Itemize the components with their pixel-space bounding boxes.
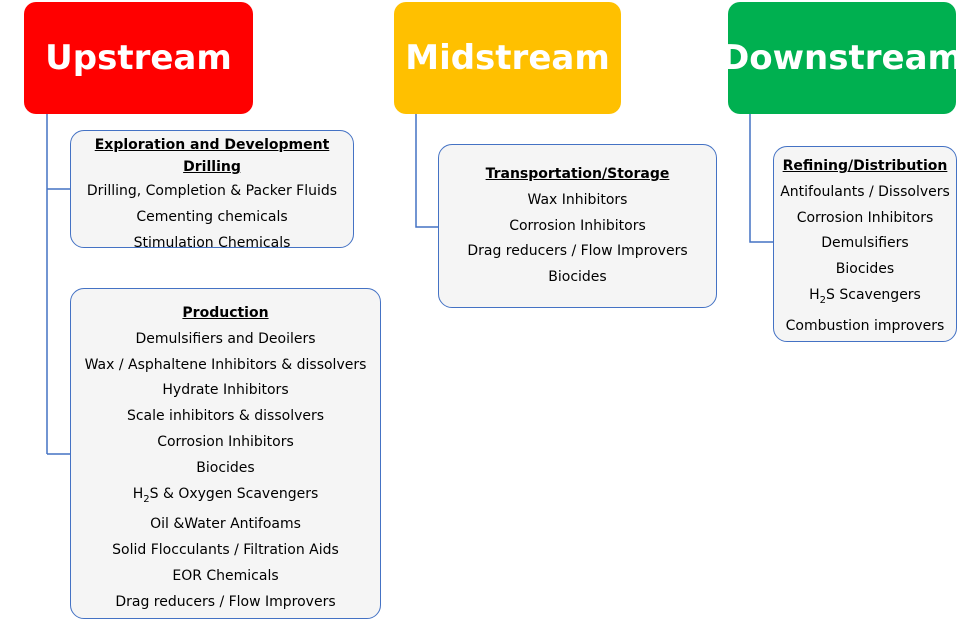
production-h2s-item: H2S & Oxygen Scavengers [71, 482, 380, 513]
transport-item: Drag reducers / Flow Improvers [467, 243, 688, 260]
exploration-item: Stimulation Chemicals [133, 235, 291, 251]
h2s-post: S Scavengers [826, 286, 921, 303]
downstream-label: Downstream [721, 38, 963, 78]
h2s-pre: H [132, 485, 144, 502]
transport-item: Biocides [548, 269, 607, 286]
production-item: Oil &Water Antifoams [150, 516, 301, 533]
production-box: Production Demulsifiers and Deoilers Wax… [70, 288, 381, 619]
upstream-label: Upstream [45, 38, 232, 78]
refining-item: Demulsifiers [821, 235, 909, 252]
refining-item: Biocides [835, 261, 895, 278]
refining-title: Refining/Distribution [782, 158, 948, 174]
production-item: Scale inhibitors & dissolvers [126, 408, 325, 425]
refining-item: Combustion improvers [785, 317, 945, 334]
refining-item: Corrosion Inhibitors [796, 209, 934, 226]
refining-h2s-item: H2S Scavengers [774, 283, 956, 314]
transport-item: Corrosion Inhibitors [509, 217, 646, 234]
transport-box: Transportation/Storage Wax Inhibitors Co… [438, 144, 717, 308]
h2s-post: S & Oxygen Scavengers [149, 485, 319, 502]
downstream-connector [749, 114, 773, 243]
midstream-header: Midstream [394, 2, 621, 114]
refining-box: Refining/Distribution Antifoulants / Dis… [773, 146, 957, 342]
refining-item: Antifoulants / Dissolvers [780, 183, 950, 200]
production-item: Hydrate Inhibitors [162, 382, 289, 399]
exploration-box: Exploration and Development Drilling Dri… [70, 130, 354, 251]
production-item: Wax / Asphaltene Inhibitors & dissolvers [84, 356, 367, 373]
production-item: Drag reducers / Flow Improvers [115, 593, 336, 610]
midstream-label: Midstream [405, 38, 610, 78]
exploration-title: Exploration and Development Drilling [94, 137, 330, 175]
production-title: Production [182, 305, 269, 321]
transport-item: Wax Inhibitors [527, 191, 628, 208]
midstream-connector [415, 114, 438, 228]
upstream-header: Upstream [24, 2, 253, 114]
exploration-item: Cementing chemicals [136, 209, 288, 225]
h2s-sub: 2 [819, 294, 827, 306]
production-item: Biocides [196, 459, 255, 476]
h2s-sub: 2 [143, 493, 150, 505]
production-item: Corrosion Inhibitors [157, 433, 294, 450]
production-item: Solid Flocculants / Filtration Aids [112, 541, 339, 558]
downstream-header: Downstream [721, 2, 963, 114]
h2s-pre: H [809, 286, 820, 303]
production-item: EOR Chemicals [172, 567, 279, 584]
production-item: Demulsifiers and Deoilers [135, 330, 316, 347]
transport-title: Transportation/Storage [485, 166, 670, 182]
exploration-item: Drilling, Completion & Packer Fluids [86, 183, 338, 199]
